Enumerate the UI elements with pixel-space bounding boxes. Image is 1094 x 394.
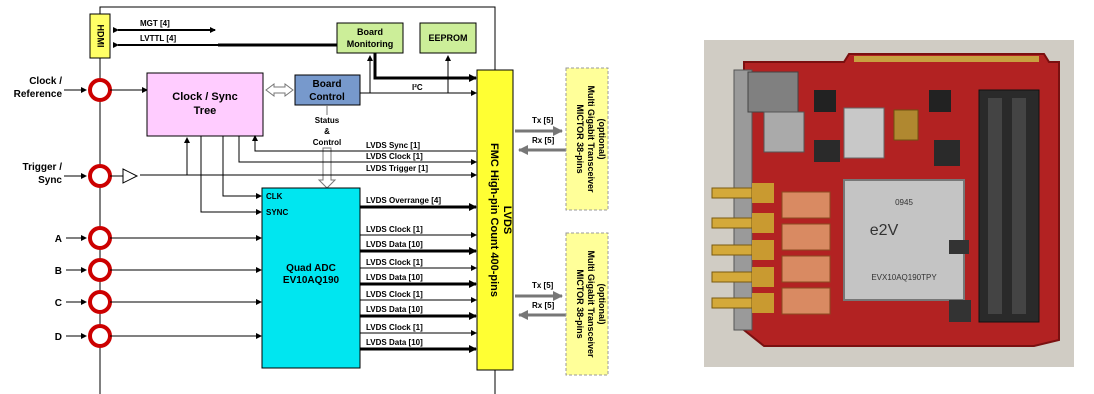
status-control-arrow (319, 148, 335, 188)
svg-text:(optional): (optional) (597, 284, 607, 325)
svg-text:LVDS Data [10]: LVDS Data [10] (366, 305, 423, 314)
svg-text:Control: Control (309, 92, 345, 103)
svg-text:B: B (55, 266, 62, 277)
mgt-label: MGT [4] (140, 19, 170, 28)
adc-chip: 0945 e2V EVX10AQ190TPY (844, 180, 964, 300)
svg-text:FMC High-pin Count 400-pins: FMC High-pin Count 400-pins (488, 143, 500, 297)
lvds-pair-1: LVDS Clock [1] LVDS Data [10] (360, 225, 476, 251)
oscillator (844, 108, 884, 158)
svg-text:0945: 0945 (895, 198, 913, 207)
svg-text:Multi Gigabit Transceiver: Multi Gigabit Transceiver (586, 250, 596, 358)
svg-text:SYNC: SYNC (266, 208, 288, 217)
eeprom-box: EEPROM (420, 23, 476, 53)
connector-trigger (90, 166, 110, 186)
board-monitoring-box: Board Monitoring (337, 23, 403, 53)
svg-text:Clock /: Clock / (29, 76, 62, 87)
svg-text:CLK: CLK (266, 192, 283, 201)
lvds-pair-3: LVDS Clock [1] LVDS Data [10] (360, 290, 476, 316)
svg-text:LVDS Overrange [4]: LVDS Overrange [4] (366, 196, 441, 205)
svg-text:LVDS: LVDS (501, 206, 513, 235)
svg-text:LVDS Clock [1]: LVDS Clock [1] (366, 290, 423, 299)
hdmi-connector: HDMI (90, 14, 110, 58)
block-diagram: HDMI MGT [4] LVTTL [4] Board Monitoring … (0, 0, 640, 394)
input-a: A (55, 228, 261, 248)
svg-text:A: A (55, 234, 62, 245)
tree-control-link (266, 84, 293, 96)
mictor-top-box: MICTOR 38-pins Multi Gigabit Transceiver… (566, 68, 608, 210)
connector-clock (90, 80, 110, 100)
svg-text:EVX10AQ190TPY: EVX10AQ190TPY (871, 273, 937, 282)
input-d: D (55, 326, 261, 346)
svg-text:(optional): (optional) (597, 119, 607, 160)
input-b: B (55, 260, 261, 280)
lvds-pair-2: LVDS Clock [1] LVDS Data [10] (360, 258, 476, 284)
svg-text:Quad ADC: Quad ADC (286, 263, 336, 274)
quad-adc-box: CLK SYNC Quad ADC EV10AQ190 (262, 188, 360, 368)
svg-text:LVDS Clock [1]: LVDS Clock [1] (366, 323, 423, 332)
svg-text:MICTOR 38-pins: MICTOR 38-pins (575, 269, 585, 338)
svg-text:EEPROM: EEPROM (428, 33, 467, 43)
svg-text:Clock / Sync: Clock / Sync (172, 91, 237, 103)
fmc-connector-box: FMC High-pin Count 400-pins LVDS (477, 70, 513, 370)
svg-text:LVDS Sync [1]: LVDS Sync [1] (366, 141, 420, 150)
svg-text:D: D (55, 332, 62, 343)
svg-text:LVDS Data [10]: LVDS Data [10] (366, 240, 423, 249)
svg-text:Tx [5]: Tx [5] (532, 116, 554, 125)
svg-text:LVDS Clock [1]: LVDS Clock [1] (366, 152, 423, 161)
mictor-bottom-box: MICTOR 38-pins Multi Gigabit Transceiver… (566, 233, 608, 375)
hdmi-label: HDMI (96, 25, 106, 48)
svg-text:Rx [5]: Rx [5] (532, 136, 555, 145)
svg-text:Control: Control (313, 138, 341, 147)
board-control-box: Board Control (295, 75, 360, 105)
lvttl-label: LVTTL [4] (140, 34, 176, 43)
svg-text:Board: Board (357, 27, 383, 37)
svg-text:Monitoring: Monitoring (347, 39, 394, 49)
i2c-label: I²C (412, 83, 423, 92)
svg-text:C: C (55, 298, 62, 309)
svg-text:LVDS Clock [1]: LVDS Clock [1] (366, 225, 423, 234)
svg-text:Reference: Reference (14, 89, 63, 100)
svg-text:e2V: e2V (870, 222, 899, 239)
svg-text:Tx [5]: Tx [5] (532, 281, 554, 290)
svg-text:Sync: Sync (38, 175, 62, 186)
svg-text:&: & (324, 127, 330, 136)
svg-text:MICTOR 38-pins: MICTOR 38-pins (575, 104, 585, 173)
svg-text:Rx [5]: Rx [5] (532, 301, 555, 310)
buffer-triangle (123, 169, 137, 183)
clock-sync-tree-box: Clock / Sync Tree (147, 73, 263, 136)
fmc-board-connector (979, 90, 1039, 322)
svg-text:Board: Board (313, 79, 342, 90)
svg-text:EV10AQ190: EV10AQ190 (283, 275, 340, 286)
svg-text:Tree: Tree (194, 105, 217, 117)
svg-text:LVDS Data [10]: LVDS Data [10] (366, 338, 423, 347)
svg-text:LVDS Trigger [1]: LVDS Trigger [1] (366, 164, 428, 173)
svg-text:Status: Status (315, 116, 340, 125)
svg-text:Trigger /: Trigger / (23, 162, 63, 173)
svg-text:Multi Gigabit Transceiver: Multi Gigabit Transceiver (586, 85, 596, 193)
lvds-pair-4: LVDS Clock [1] LVDS Data [10] (360, 323, 476, 349)
board-photo: 0945 e2V EVX10AQ190TPY (704, 40, 1074, 367)
svg-text:LVDS Clock [1]: LVDS Clock [1] (366, 258, 423, 267)
svg-text:LVDS Data [10]: LVDS Data [10] (366, 273, 423, 282)
input-c: C (55, 292, 261, 312)
